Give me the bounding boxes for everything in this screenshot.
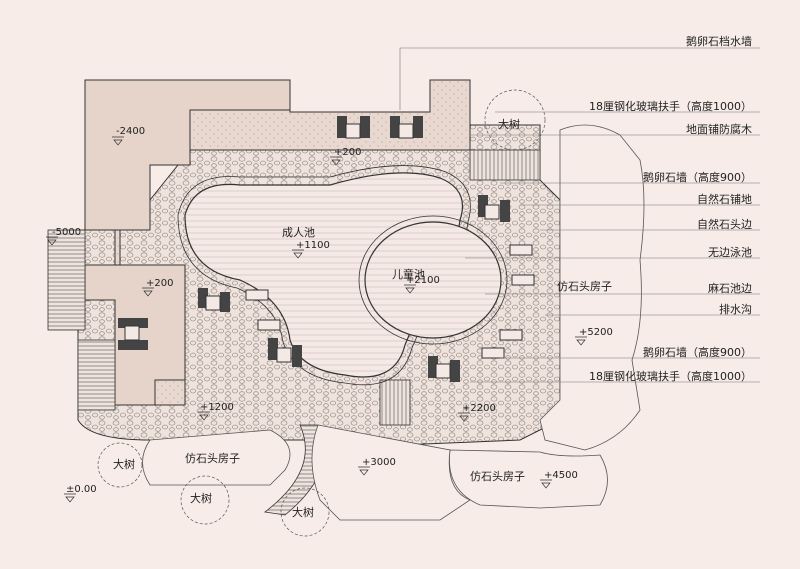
upper-platform	[84, 79, 291, 231]
elevation-4500: +4500	[544, 470, 578, 481]
furniture-left	[118, 318, 148, 350]
callout-8: 麻石池边	[708, 281, 752, 295]
elevation-200b: +200	[146, 278, 173, 289]
elevation-1100: +1100	[296, 240, 330, 251]
kids-pool-edge	[358, 215, 508, 345]
callout-1: 鹅卵石档水墙	[686, 34, 752, 48]
callout-5: 自然石铺地	[697, 192, 752, 206]
rock-house-east-shape	[539, 124, 645, 451]
tree-label-3: 大树	[190, 491, 212, 505]
tree-label-1: 大树	[498, 117, 520, 131]
callout-7: 无边泳池	[708, 245, 752, 259]
callout-11: 18厘钢化玻璃扶手（高度1000）	[589, 369, 752, 383]
callout-lines	[399, 47, 760, 383]
elevation-3000: +3000	[362, 457, 396, 468]
elevation-1200: +1200	[200, 402, 234, 413]
elevation-2100: +2100	[406, 275, 440, 286]
furniture-right	[428, 195, 535, 382]
stairs-left-bottom	[77, 339, 116, 411]
elevation-000: ±0.00	[66, 484, 97, 495]
elevation-200a: +200	[334, 147, 361, 158]
rock-house-label-east: 仿石头房子	[557, 280, 612, 293]
callout-4: 鹅卵石墙（高度900）	[643, 170, 752, 184]
stairs-south	[379, 379, 411, 426]
rock-house-south-shape	[142, 429, 291, 486]
furniture-top-2	[390, 116, 423, 139]
plaza-3000-shape	[311, 424, 471, 521]
tree-label-2: 大树	[113, 457, 135, 471]
elevation-5200: +5200	[579, 327, 613, 338]
rock-house-label-southeast: 仿石头房子	[470, 470, 525, 483]
stairs-east-deck	[469, 149, 541, 181]
elevation-m5000: -5000	[52, 227, 81, 238]
elevation-2200: +2200	[462, 403, 496, 414]
furniture-top-1	[337, 116, 370, 139]
callout-2: 18厘钢化玻璃扶手（高度1000）	[589, 99, 752, 113]
kids-pool-label: 儿童池	[392, 267, 425, 281]
stairs-west	[47, 229, 86, 331]
elevation-m2400: -2400	[116, 126, 145, 137]
callout-9: 排水沟	[719, 302, 752, 316]
callout-6: 自然石头边	[697, 217, 752, 231]
callout-10: 鹅卵石墙（高度900）	[643, 345, 752, 359]
adult-pool-label: 成人池	[282, 226, 315, 239]
rock-house-label-south: 仿石头房子	[185, 452, 240, 465]
rock-house-southeast-shape	[448, 449, 608, 509]
callout-3: 地面铺防腐木	[686, 122, 752, 136]
tree-label-4: 大树	[292, 505, 314, 519]
elevation-markers	[46, 136, 587, 503]
tree-icon	[97, 89, 546, 537]
furniture-mid-left	[198, 288, 302, 367]
kids-pool-shape	[364, 221, 502, 339]
